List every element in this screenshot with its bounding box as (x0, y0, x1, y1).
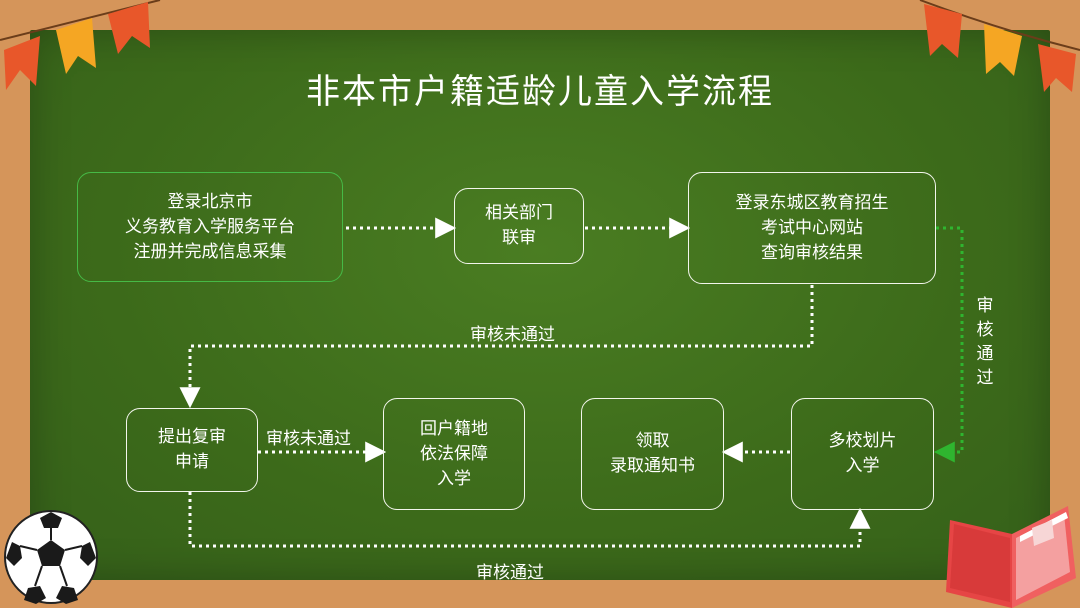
node-check-result: 登录东城区教育招生 考试中心网站 查询审核结果 (688, 172, 936, 284)
node-appeal: 提出复审 申请 (126, 408, 258, 492)
edge-appeal-pass-to-assign (188, 492, 871, 548)
edge-check-fail-to-appeal (179, 285, 814, 409)
red-book-decoration (946, 506, 1076, 608)
node-notice: 领取 录取通知书 (581, 398, 724, 510)
node-register: 登录北京市 义务教育入学服务平台 注册并完成信息采集 (77, 172, 343, 282)
chalkboard (30, 30, 1050, 580)
bunting-right-decoration (919, 0, 1080, 92)
label-pass-bottom: 审核通过 (476, 563, 544, 583)
bunting-left-decoration (0, 0, 161, 90)
edge-check-pass-to-assign (933, 226, 964, 463)
node-review: 相关部门 联审 (454, 188, 584, 264)
node-return-home: 回户籍地 依法保障 入学 (383, 398, 525, 510)
node-assign: 多校划片 入学 (791, 398, 934, 510)
label-fail-mid: 审核未通过 (266, 429, 351, 449)
label-pass-right: 审 核 通 过 (976, 296, 994, 388)
soccer-ball-decoration (4, 510, 98, 604)
label-fail-top: 审核未通过 (470, 325, 555, 345)
page-title: 非本市户籍适龄儿童入学流程 (306, 72, 774, 112)
